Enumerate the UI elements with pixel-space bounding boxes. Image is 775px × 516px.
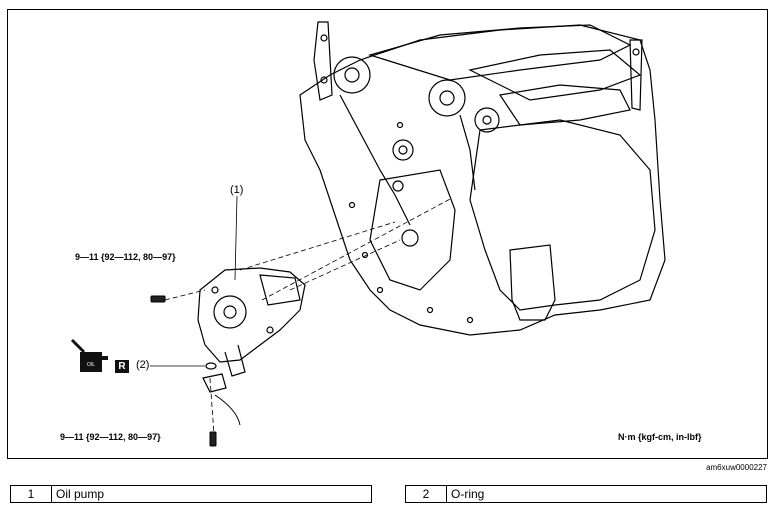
svg-text:OIL: OIL [87,362,95,368]
legend-item-1: 1 Oil pump [10,485,372,503]
units-label: N·m {kgf-cm, in-lbf} [618,432,702,442]
oil-pump [197,267,306,377]
bolt-upper [150,295,166,303]
engine-block [299,24,666,336]
sprocket-idler [474,107,500,133]
legend-item-2: 2 O-ring [405,485,767,503]
diagram-frame [7,9,768,459]
callout-1: (1) [230,184,244,196]
legend-name: Oil pump [51,485,372,503]
torque-lower-label: 9—11 {92—112, 80—97} [60,432,161,442]
oil-sump [509,244,556,321]
torque-upper-label: 9—11 {92—112, 80—97} [75,252,176,262]
legend-number: 2 [405,485,447,503]
o-ring [205,362,217,370]
lifting-bracket-left [313,21,333,101]
figure-code: am6xuw0000227 [706,463,767,472]
sprocket-center [428,79,466,117]
oil-strainer [202,373,227,393]
oil-can-icon: OIL [70,338,108,372]
sprocket-left [333,56,371,94]
legend-name: O-ring [446,485,767,503]
lifting-bracket-right [629,39,643,111]
bolt-lower [209,431,217,447]
legend-number: 1 [10,485,52,503]
rear-cover [469,119,656,311]
sprocket-lower [392,139,414,161]
callout-2: (2) [136,359,150,371]
replace-badge: R [115,360,129,373]
